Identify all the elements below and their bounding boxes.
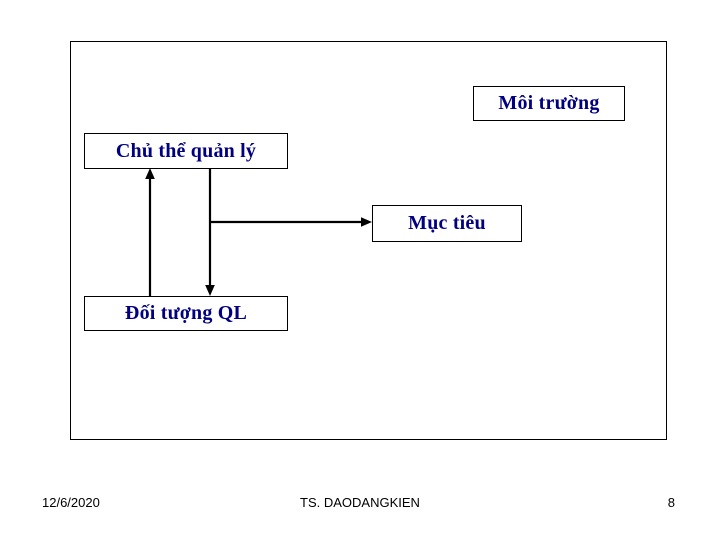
diagram-node-label: Chủ thể quản lý — [115, 139, 257, 162]
diagram-node-moi-truong[interactable]: Môi trường — [473, 86, 625, 121]
footer-date: 12/6/2020 — [42, 495, 100, 510]
diagram-node-muc-tieu[interactable]: Mục tiêu — [372, 205, 522, 242]
slide-footer: 12/6/2020 TS. DAODANGKIEN 8 — [0, 492, 720, 516]
diagram-node-label: Môi trường — [498, 92, 600, 114]
footer-author: TS. DAODANGKIEN — [300, 495, 420, 510]
diagram-outer-frame — [70, 41, 667, 440]
diagram-node-chu-the-quan-ly[interactable]: Chủ thể quản lý — [84, 133, 288, 169]
diagram-node-label: Đối tượng QL — [124, 302, 248, 324]
diagram-node-label: Mục tiêu — [408, 212, 486, 234]
diagram-node-doi-tuong-ql[interactable]: Đối tượng QL — [84, 296, 288, 331]
footer-page-number: 8 — [667, 495, 675, 510]
